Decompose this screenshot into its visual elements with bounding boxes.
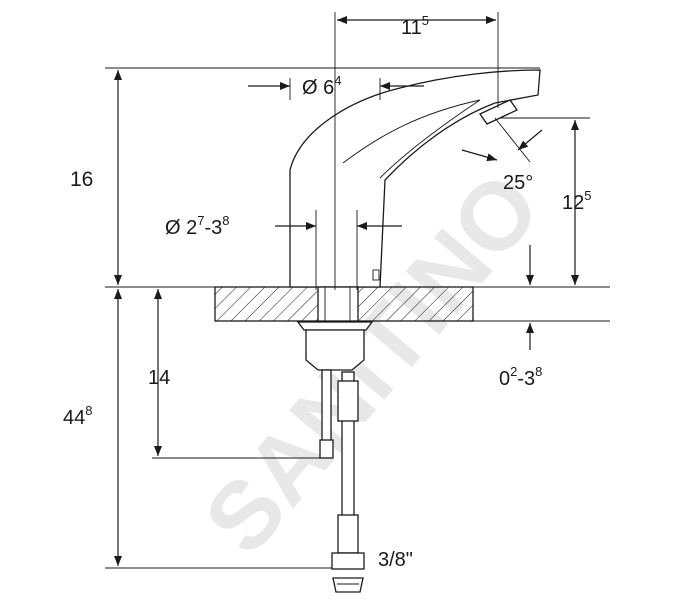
- tube-fitting: [319, 439, 334, 459]
- dim-line-spray-angle: [461, 149, 498, 162]
- dim-line-spray-angle: [517, 129, 543, 151]
- label-hose-length: 14: [148, 367, 170, 389]
- hose-nut: [331, 552, 365, 570]
- faucet-body: [289, 69, 541, 288]
- mounting-nut: [305, 329, 365, 371]
- label-spout-reach: 115: [401, 13, 429, 39]
- label-spray-angle: 25°: [503, 172, 533, 194]
- label-outlet-height: 125: [562, 188, 591, 214]
- label-total-height: 16: [70, 168, 93, 191]
- supply-tube: [321, 369, 332, 451]
- spout-outlet: [479, 99, 518, 125]
- hose-ferrule: [337, 380, 359, 422]
- label-hole-diameter: Ø 27-38: [165, 213, 230, 239]
- strainer: [332, 577, 364, 593]
- sensor-window: [372, 269, 380, 281]
- spout-highlight: [342, 99, 481, 179]
- label-deck-thickness: 02-38: [499, 364, 542, 390]
- label-overall-below: 448: [63, 403, 92, 429]
- label-body-diameter: Ø 64: [302, 73, 341, 99]
- mounting-washer: [296, 321, 374, 331]
- extension-line: [494, 117, 531, 163]
- mounting-stud: [317, 286, 359, 322]
- hose-ferrule: [337, 514, 359, 554]
- label-connection-thread: 3/8": [378, 549, 413, 571]
